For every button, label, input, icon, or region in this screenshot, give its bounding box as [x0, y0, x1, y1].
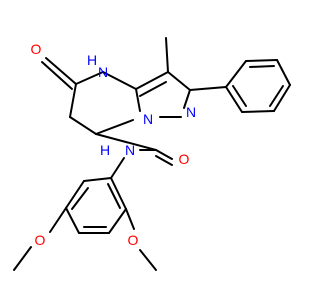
atom-label-pyrazole-n1: N [143, 111, 153, 127]
bond-ar-1 [83, 177, 112, 182]
bond-c2-n2 [183, 89, 191, 109]
bond-ph-inner-2 [269, 85, 284, 107]
bond-n4-c5 [75, 71, 104, 85]
bond-c3a-c3 [135, 71, 169, 90]
bond-ph-5 [241, 110, 275, 113]
bond-ar-3 [65, 207, 80, 234]
bond-ome-right-o [125, 208, 135, 230]
atom-label-layer: O H N N N N H O O O [31, 41, 197, 248]
atom-label-amide-h: H [100, 142, 110, 158]
bond-ph-2 [245, 59, 278, 62]
bond-c6-c7 [69, 116, 97, 135]
bond-ome-left-o [49, 207, 67, 233]
bond-c3-methyl [165, 37, 169, 73]
atom-label-n4: N [98, 64, 108, 80]
bond-c3-c2 [167, 71, 191, 91]
bond-ar-6 [110, 177, 127, 210]
bond-ar-inner-3 [107, 183, 121, 209]
bond-layer [13, 37, 291, 271]
bond-ome-right-me [139, 249, 157, 271]
bond-c5-o-a [45, 57, 77, 85]
bond-c3a-c3-double [139, 81, 167, 97]
atom-label-pyrazole-n2: N [186, 104, 196, 120]
bond-c5-c6 [69, 83, 77, 118]
bond-ph-1 [225, 60, 247, 88]
bond-n4-c3a [102, 71, 137, 90]
bond-ph-inner-1 [249, 65, 275, 68]
bond-c3a-n1 [135, 88, 141, 112]
bond-ar-inner-1 [71, 187, 89, 210]
atom-label-amide-n: N [125, 142, 135, 158]
bond-n-aryl [110, 157, 125, 179]
bond-ar-2 [65, 180, 85, 209]
atom-label-methoxy-o-right: O [128, 232, 139, 248]
bond-c7-amide-c [95, 133, 157, 151]
atom-label-o-ketone: O [31, 41, 42, 57]
bond-c5-o-b [41, 61, 73, 90]
bond-c7-n1 [95, 119, 134, 135]
bond-amide-c-o [155, 149, 173, 160]
atom-label-amide-o: O [179, 151, 190, 167]
bond-ph-inner-3 [232, 85, 247, 107]
atom-label-n4-hydrogen: H [87, 52, 97, 68]
atom-label-methoxy-o-left: O [35, 232, 46, 248]
bond-ph-3 [276, 59, 291, 86]
bond-ar-5 [108, 208, 127, 234]
bond-ph-6 [225, 86, 243, 113]
chemical-structure-diagram: O H N N N N H O O O [13, 37, 291, 271]
bond-c2-phenyl [189, 86, 227, 91]
bond-ome-left-me [13, 246, 32, 271]
bond-ph-4 [273, 84, 291, 112]
bond-amide-c-o-2 [155, 155, 173, 166]
molecule-canvas: O H N N N N H O O O [13, 37, 291, 271]
